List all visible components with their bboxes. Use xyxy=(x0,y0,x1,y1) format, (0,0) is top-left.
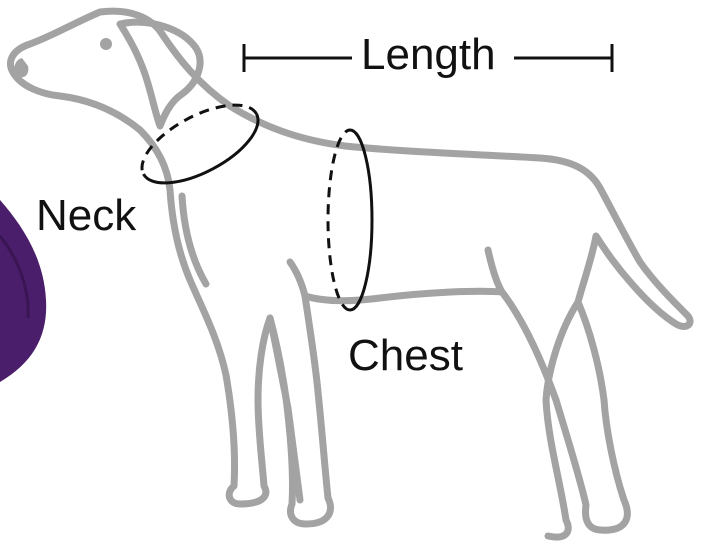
dog-body-outline xyxy=(11,11,691,530)
dog-inner-front-leg-line xyxy=(290,262,305,296)
chest-ring-front xyxy=(350,130,372,310)
length-label: Length xyxy=(361,33,496,77)
dog-ear xyxy=(120,22,200,126)
dog-far-front-leg xyxy=(270,318,300,500)
dog-outline xyxy=(11,11,691,537)
neck-label: Neck xyxy=(36,194,136,238)
chest-ring-back xyxy=(328,130,350,310)
neck-ring-back xyxy=(130,89,256,174)
dog-inner-thigh-line xyxy=(488,250,502,292)
chest-measurement xyxy=(328,130,372,310)
chest-label: Chest xyxy=(348,334,463,378)
dog-eye xyxy=(100,38,112,50)
